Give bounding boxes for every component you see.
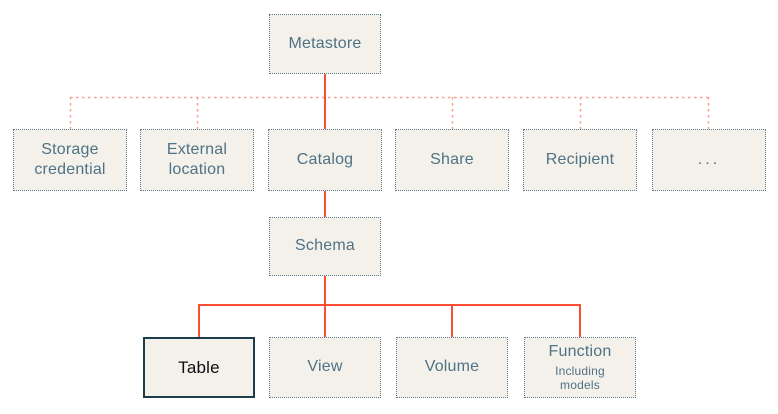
node-function-label: Function <box>548 343 612 361</box>
node-external-location-label: External location <box>166 140 228 178</box>
node-metastore: Metastore <box>269 14 381 74</box>
node-function-sublabel: Including models <box>555 363 605 393</box>
node-storage-credential-label: Storage credential <box>34 140 106 178</box>
node-table-label: Table <box>178 357 220 377</box>
node-function: Function Including models <box>524 337 636 398</box>
node-schema: Schema <box>269 217 381 276</box>
node-recipient: Recipient <box>523 129 637 191</box>
node-metastore-label: Metastore <box>288 34 362 52</box>
node-schema-label: Schema <box>295 237 355 255</box>
node-storage-credential: Storage credential <box>13 129 127 191</box>
node-recipient-label: Recipient <box>545 150 615 168</box>
node-ellipsis-label: ... <box>697 150 721 168</box>
node-external-location: External location <box>140 129 254 191</box>
node-catalog-label: Catalog <box>296 150 354 168</box>
node-ellipsis: ... <box>652 129 766 191</box>
node-volume-label: Volume <box>424 358 480 376</box>
node-share: Share <box>395 129 509 191</box>
node-share-label: Share <box>430 150 474 168</box>
node-catalog: Catalog <box>268 129 382 191</box>
node-volume: Volume <box>396 337 508 398</box>
node-table: Table <box>143 337 255 398</box>
node-view: View <box>269 337 381 398</box>
node-view-label: View <box>307 358 343 376</box>
